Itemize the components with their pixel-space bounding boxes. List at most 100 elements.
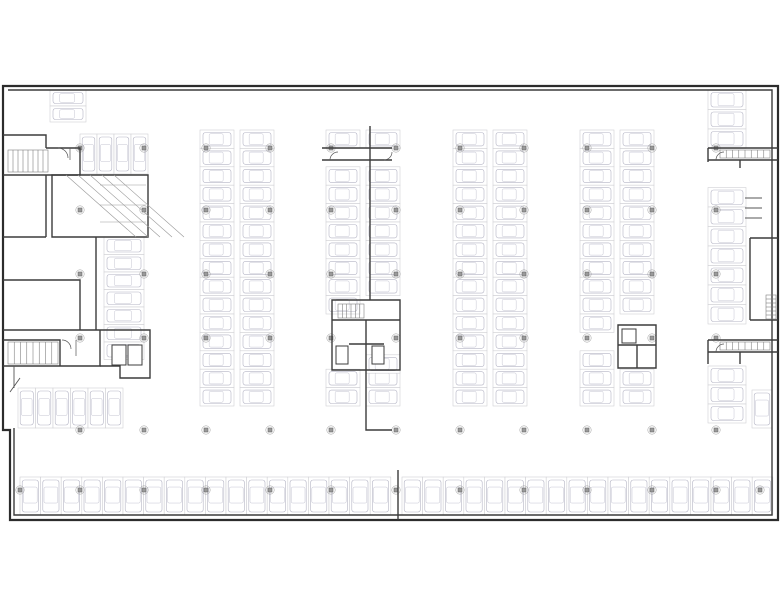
center-core-lower: [331, 299, 401, 371]
parking-stall: [81, 476, 103, 516]
structural-column: [75, 485, 85, 495]
center-core-upper-wall: [322, 126, 392, 300]
structural-column: [519, 205, 529, 215]
structural-column: [455, 269, 465, 279]
right-center-elevator-shaft: [621, 328, 637, 344]
parking-stall: [619, 258, 655, 278]
car-outline: [692, 479, 710, 513]
center-core-partitions: [332, 319, 400, 370]
parking-stall: [199, 332, 235, 352]
center-core-stem: [365, 370, 392, 431]
right-lower-stair-block: [707, 339, 778, 364]
structural-column: [15, 485, 25, 495]
parking-stall: [566, 476, 588, 516]
car-outline: [330, 479, 348, 513]
parking-stall: [287, 476, 309, 516]
car-outline: [242, 187, 272, 202]
structural-column: [647, 205, 657, 215]
car-outline: [83, 479, 101, 513]
parking-stall: [52, 387, 71, 429]
car-outline: [72, 390, 87, 426]
car-outline: [495, 352, 525, 367]
door-left-lower: [61, 339, 77, 356]
parking-stall: [325, 203, 361, 223]
car-outline: [495, 371, 525, 386]
parking-stall: [579, 368, 615, 388]
car-outline: [495, 316, 525, 331]
parking-stall: [325, 295, 361, 315]
structural-column: [455, 425, 465, 435]
car-outline: [671, 479, 689, 513]
parking-stall: [452, 295, 488, 315]
right-upper-stair-block: [707, 147, 778, 168]
car-outline: [582, 260, 612, 275]
structural-column: [391, 269, 401, 279]
car-outline: [568, 479, 586, 513]
structural-column: [582, 333, 592, 343]
parking-stall: [525, 476, 547, 516]
car-outline: [582, 150, 612, 165]
car-outline: [202, 205, 232, 220]
car-outline: [52, 108, 84, 120]
parking-stall: [492, 276, 528, 296]
parking-stall: [579, 148, 615, 168]
car-outline: [710, 189, 744, 205]
car-outline: [248, 479, 266, 513]
car-outline: [455, 334, 485, 349]
parking-stall: [308, 476, 330, 516]
parking-stall: [492, 350, 528, 370]
parking-stall: [49, 89, 87, 107]
structural-column: [265, 425, 275, 435]
ramp-layer: [65, 174, 185, 238]
car-outline: [106, 274, 142, 288]
car-outline: [242, 279, 272, 294]
car-outline: [242, 169, 272, 184]
stair-flight: [7, 149, 49, 173]
car-outline: [202, 242, 232, 257]
car-outline: [207, 479, 225, 513]
car-outline: [495, 260, 525, 275]
car-outline: [710, 267, 744, 283]
parking-stall: [246, 476, 268, 516]
car-outline: [609, 479, 627, 513]
car-outline: [710, 306, 744, 322]
door-center-upper: [329, 151, 393, 161]
structural-column: [326, 333, 336, 343]
car-outline: [328, 260, 358, 275]
structural-column: [201, 485, 211, 495]
car-outline: [582, 389, 612, 404]
structural-column: [139, 205, 149, 215]
parking-stall: [239, 276, 275, 296]
parking-stall: [199, 313, 235, 333]
parking-stall: [199, 129, 235, 149]
car-outline: [455, 187, 485, 202]
car-outline: [106, 239, 142, 253]
parking-stall: [619, 221, 655, 241]
structural-column: [711, 485, 721, 495]
car-outline: [328, 389, 358, 404]
car-outline: [455, 132, 485, 147]
parking-stall: [325, 166, 361, 186]
car-outline: [495, 334, 525, 349]
parking-stall: [579, 350, 615, 370]
structural-column: [519, 143, 529, 153]
parking-stall: [239, 148, 275, 168]
car-outline: [495, 389, 525, 404]
car-outline: [368, 242, 398, 257]
car-outline: [582, 297, 612, 312]
structural-column: [75, 425, 85, 435]
car-outline: [242, 316, 272, 331]
parking-stall: [199, 368, 235, 388]
parking-stall: [545, 476, 568, 516]
car-outline: [104, 479, 122, 513]
parking-stall: [60, 476, 83, 516]
car-outline: [710, 131, 744, 147]
car-outline: [710, 209, 744, 225]
structural-column: [519, 269, 529, 279]
parking-stall: [492, 313, 528, 333]
parking-stall: [199, 203, 235, 223]
parking-stall: [579, 276, 615, 296]
parking-stall: [328, 476, 350, 516]
parking-stall: [239, 295, 275, 315]
left-lower-core: [100, 329, 151, 379]
